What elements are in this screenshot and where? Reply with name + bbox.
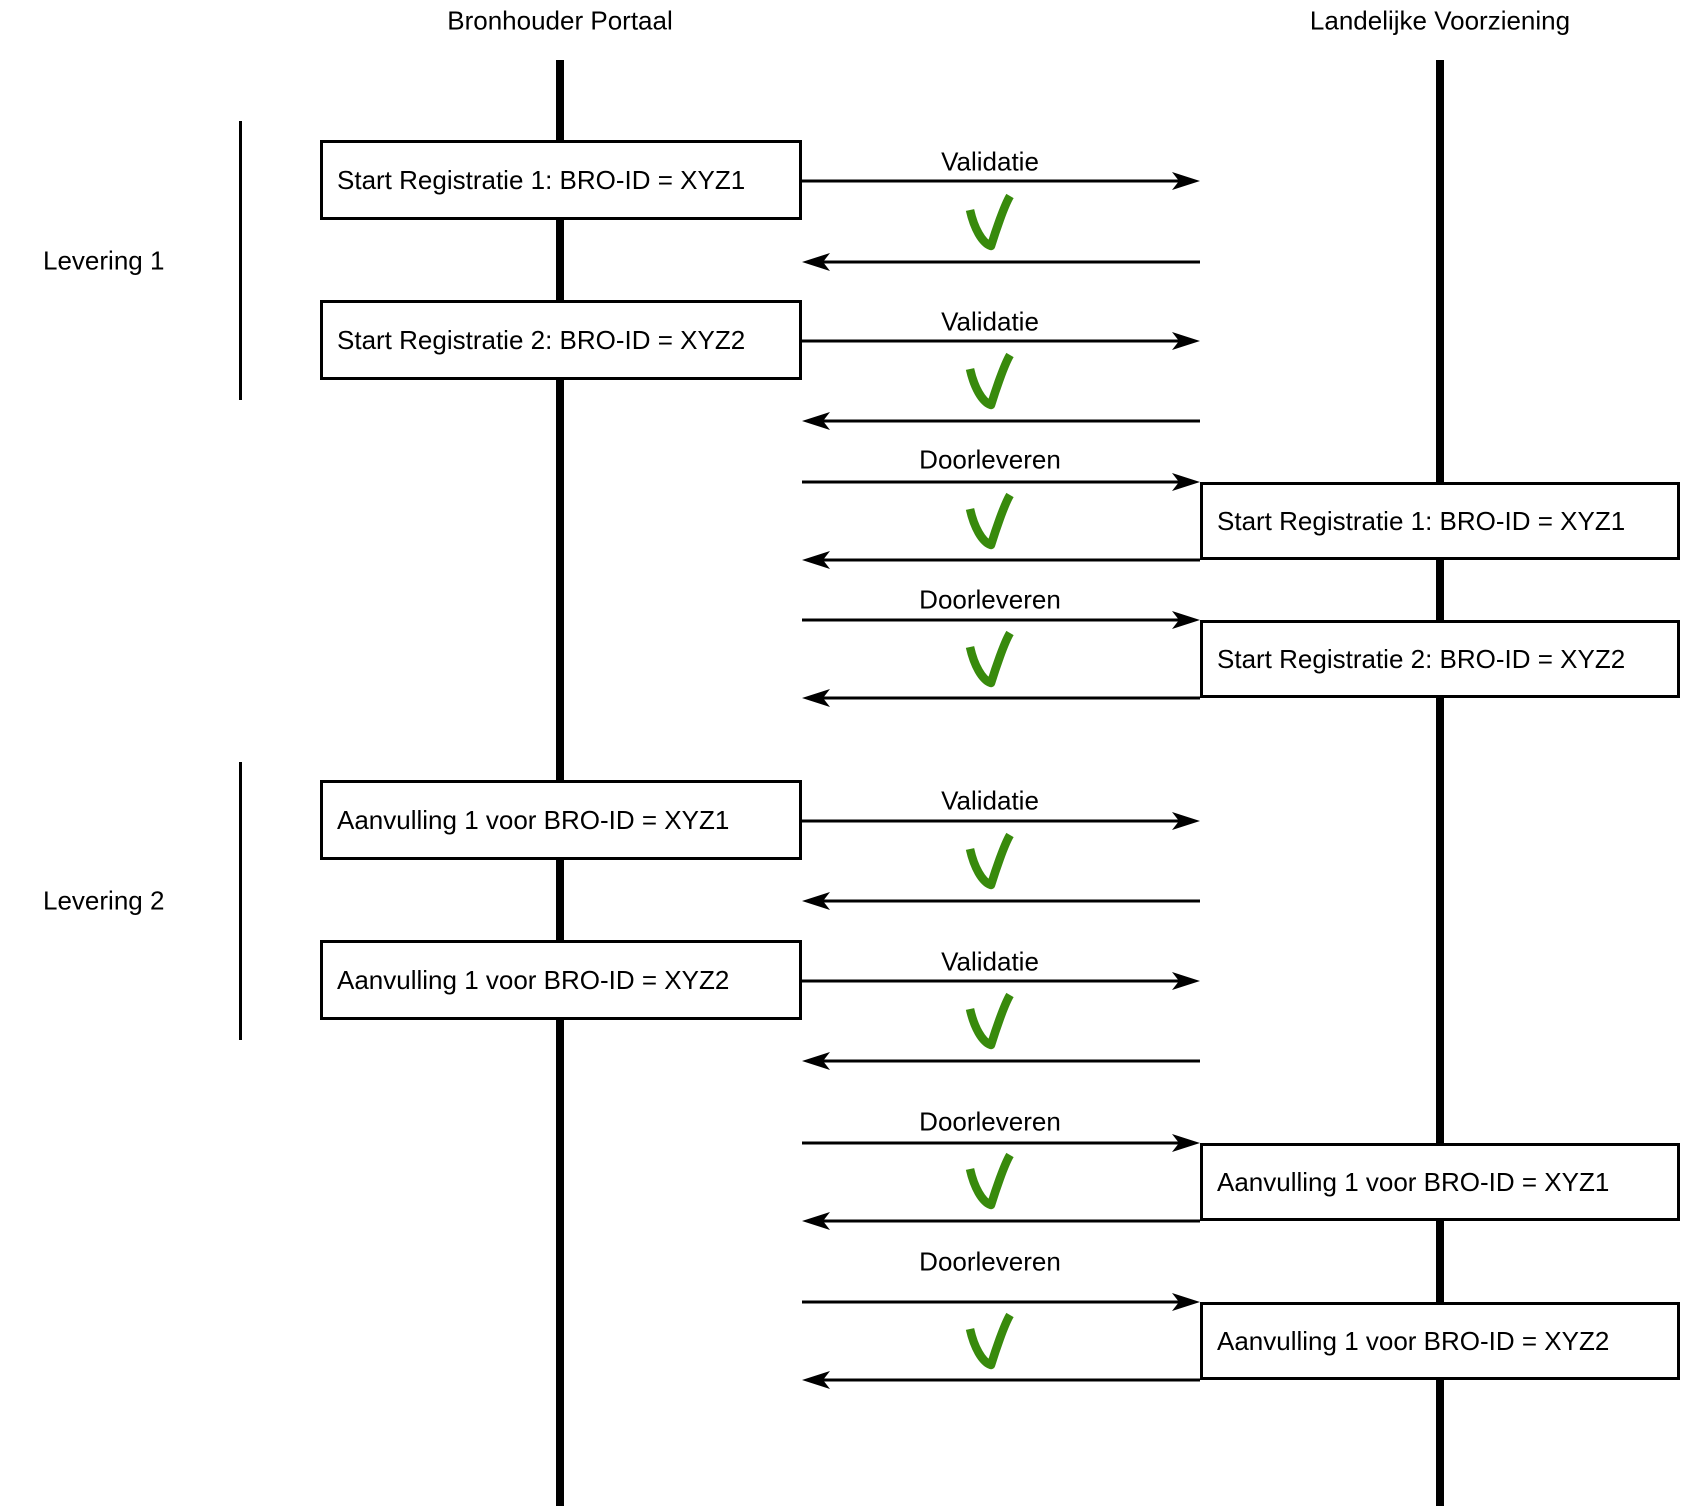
response-arrow-8	[802, 1371, 1200, 1389]
group-label-levering-2: Levering 2	[43, 885, 165, 916]
message-label-3: Doorleveren	[919, 444, 1061, 475]
right-message-box-2: Start Registratie 2: BRO-ID = XYZ2	[1200, 620, 1680, 698]
actor-label-landelijke-voorziening: Landelijke Voorziening	[1309, 5, 1571, 36]
request-arrow-4	[802, 611, 1200, 629]
check-success-icon-8	[965, 1312, 1014, 1370]
check-success-icon-5	[965, 832, 1014, 890]
response-arrow-7	[802, 1212, 1200, 1230]
message-label-4: Doorleveren	[919, 584, 1061, 615]
group-bracket-levering-2	[239, 762, 242, 1040]
request-arrow-8	[802, 1293, 1200, 1311]
message-label-8: Doorleveren	[919, 1246, 1061, 1277]
message-label-5: Validatie	[941, 785, 1039, 816]
right-message-box-4: Aanvulling 1 voor BRO-ID = XYZ2	[1200, 1302, 1680, 1380]
lifeline-landelijke-voorziening	[1436, 60, 1444, 1506]
check-success-icon-1	[965, 193, 1014, 251]
left-message-box-4: Aanvulling 1 voor BRO-ID = XYZ2	[320, 940, 802, 1020]
check-success-icon-3	[965, 492, 1014, 550]
check-success-icon-7	[965, 1152, 1014, 1210]
check-success-icon-2	[965, 352, 1014, 410]
left-message-box-2: Start Registratie 2: BRO-ID = XYZ2	[320, 300, 802, 380]
right-message-box-3: Aanvulling 1 voor BRO-ID = XYZ1	[1200, 1143, 1680, 1221]
right-message-box-1: Start Registratie 1: BRO-ID = XYZ1	[1200, 482, 1680, 560]
response-arrow-4	[802, 689, 1200, 707]
request-arrow-3	[802, 473, 1200, 491]
left-message-box-3: Aanvulling 1 voor BRO-ID = XYZ1	[320, 780, 802, 860]
actor-label-bronhouder-portaal: Bronhouder Portaal	[447, 5, 673, 36]
request-arrow-7	[802, 1134, 1200, 1152]
response-arrow-3	[802, 551, 1200, 569]
check-success-icon-6	[965, 992, 1014, 1050]
response-arrow-5	[802, 892, 1200, 910]
message-label-2: Validatie	[941, 306, 1039, 337]
request-arrow-6	[802, 972, 1200, 990]
check-success-icon-4	[965, 630, 1014, 688]
response-arrow-1	[802, 253, 1200, 271]
request-arrow-1	[802, 172, 1200, 190]
left-message-box-1: Start Registratie 1: BRO-ID = XYZ1	[320, 140, 802, 220]
request-arrow-2	[802, 332, 1200, 350]
message-label-6: Validatie	[941, 946, 1039, 977]
group-bracket-levering-1	[239, 121, 242, 400]
message-label-1: Validatie	[941, 146, 1039, 177]
request-arrow-5	[802, 812, 1200, 830]
response-arrow-2	[802, 412, 1200, 430]
group-label-levering-1: Levering 1	[43, 245, 165, 276]
message-label-7: Doorleveren	[919, 1106, 1061, 1137]
response-arrow-6	[802, 1052, 1200, 1070]
